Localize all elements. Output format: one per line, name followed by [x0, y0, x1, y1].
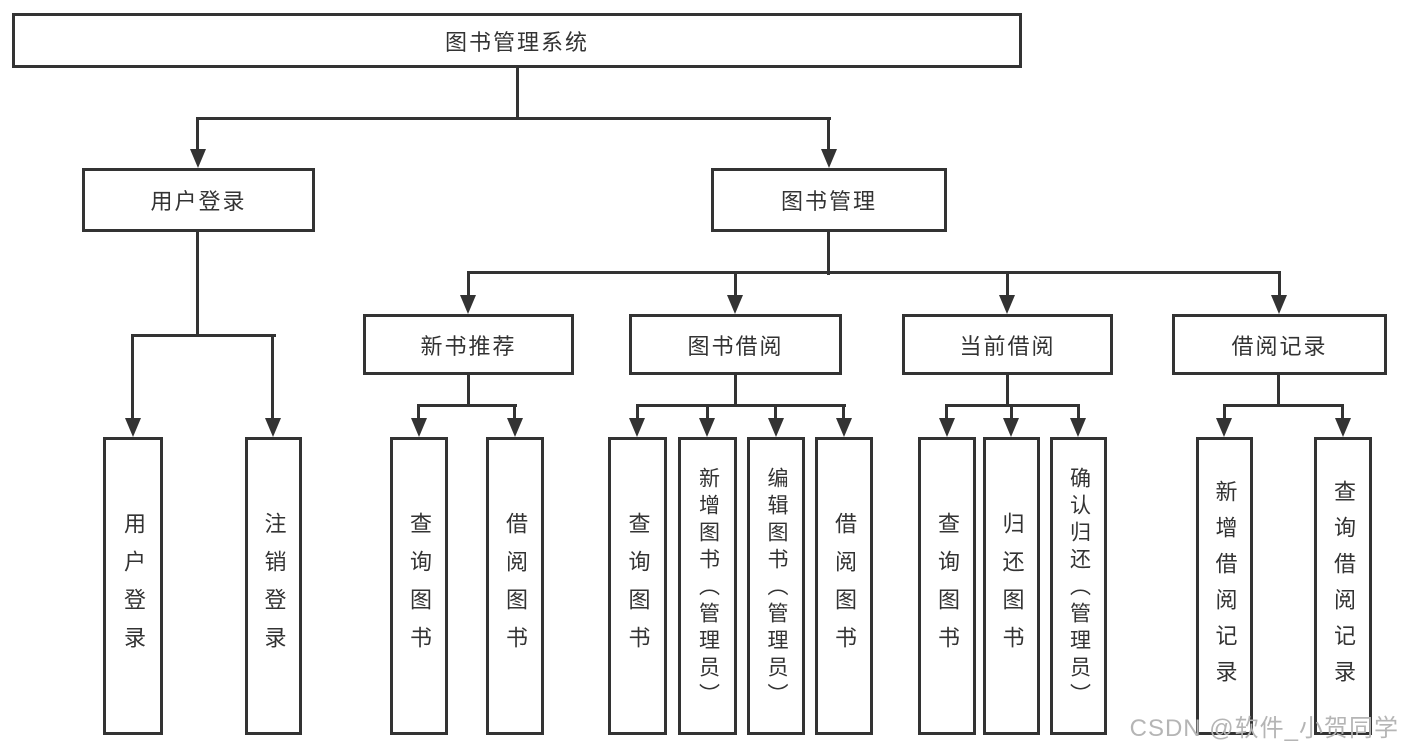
connector-line: [636, 404, 846, 407]
arrow-down-icon: [629, 418, 645, 437]
node-label: 借阅图书: [503, 512, 528, 664]
leaf-edit-books-admin: 编辑图书（管理员）: [747, 437, 805, 735]
connector-line: [706, 404, 709, 420]
connector-line: [827, 117, 830, 151]
node-label: 查询图书: [935, 512, 960, 664]
leaf-borrow-books: 借阅图书: [815, 437, 873, 735]
node-book-management: 图书管理: [711, 168, 947, 232]
node-label: 确认归还（管理员）: [1067, 466, 1091, 710]
leaf-logout: 注销登录: [245, 437, 302, 735]
connector-line: [1010, 404, 1013, 420]
arrow-down-icon: [460, 295, 476, 314]
node-label: 当前借阅: [959, 333, 1056, 359]
arrow-down-icon: [411, 418, 427, 437]
connector-line: [467, 271, 1281, 274]
leaf-borrow-books-recommend: 借阅图书: [486, 437, 544, 735]
connector-line: [842, 404, 845, 420]
connector-line: [196, 117, 199, 151]
leaf-add-books-admin: 新增图书（管理员）: [678, 437, 737, 735]
connector-line: [1223, 404, 1344, 407]
connector-line: [1006, 271, 1009, 297]
connector-line: [131, 334, 134, 420]
arrow-down-icon: [1003, 418, 1019, 437]
arrow-down-icon: [1271, 295, 1287, 314]
node-label: 借阅图书: [832, 512, 857, 664]
connector-line: [467, 375, 470, 407]
connector-line: [945, 404, 948, 420]
node-label: 查询借阅记录: [1331, 480, 1356, 696]
arrow-down-icon: [727, 295, 743, 314]
arrow-down-icon: [939, 418, 955, 437]
arrow-down-icon: [125, 418, 141, 437]
arrow-down-icon: [836, 418, 852, 437]
node-borrow-records: 借阅记录: [1172, 314, 1387, 375]
node-label: 用户登录: [150, 189, 247, 214]
arrow-down-icon: [768, 418, 784, 437]
connector-line: [1341, 404, 1344, 420]
leaf-user-login: 用户登录: [103, 437, 163, 735]
arrow-down-icon: [265, 418, 281, 437]
leaf-query-books-borrowing: 查询图书: [608, 437, 667, 735]
connector-line: [131, 334, 276, 337]
node-label: 图书管理: [780, 189, 877, 214]
node-label: 编辑图书（管理员）: [765, 466, 788, 710]
connector-line: [636, 404, 639, 420]
connector-line: [516, 68, 519, 120]
leaf-query-books-current: 查询图书: [918, 437, 976, 735]
arrow-down-icon: [1216, 418, 1232, 437]
node-label: 图书管理系统: [444, 29, 589, 55]
node-library-system: 图书管理系统: [12, 13, 1022, 68]
connector-line: [734, 271, 737, 297]
arrow-down-icon: [1335, 418, 1351, 437]
connector-line: [827, 232, 830, 275]
node-label: 查询图书: [625, 512, 651, 664]
arrow-down-icon: [507, 418, 523, 437]
connector-line: [734, 375, 737, 407]
connector-line: [467, 271, 470, 297]
node-label: 新增借阅记录: [1212, 480, 1238, 696]
arrow-down-icon: [699, 418, 715, 437]
leaf-return-books: 归还图书: [983, 437, 1040, 735]
connector-line: [417, 404, 517, 407]
connector-line: [1277, 375, 1280, 407]
node-label: 用户登录: [121, 512, 146, 664]
node-label: 图书借阅: [687, 333, 784, 359]
node-label: 新书推荐: [420, 333, 517, 359]
arrow-down-icon: [190, 149, 206, 168]
connector-line: [1223, 404, 1226, 420]
arrow-down-icon: [821, 149, 837, 168]
arrow-down-icon: [999, 295, 1015, 314]
node-label: 注销登录: [261, 512, 287, 664]
node-label: 借阅记录: [1231, 333, 1328, 359]
connector-line: [1077, 404, 1080, 420]
connector-line: [271, 334, 274, 420]
node-book-borrowing: 图书借阅: [629, 314, 842, 375]
connector-line: [417, 404, 420, 420]
connector-line: [196, 117, 831, 120]
node-label: 归还图书: [999, 512, 1025, 664]
node-new-book-recommend: 新书推荐: [363, 314, 574, 375]
arrow-down-icon: [1070, 418, 1086, 437]
connector-line: [1278, 271, 1281, 297]
leaf-query-books-recommend: 查询图书: [390, 437, 448, 735]
connector-line: [513, 404, 516, 420]
leaf-confirm-return-admin: 确认归还（管理员）: [1050, 437, 1107, 735]
leaf-query-borrow-record: 查询借阅记录: [1314, 437, 1372, 735]
node-current-borrowing: 当前借阅: [902, 314, 1113, 375]
node-label: 查询图书: [407, 512, 432, 664]
leaf-add-borrow-record: 新增借阅记录: [1196, 437, 1253, 735]
connector-line: [196, 232, 199, 337]
node-user-login: 用户登录: [82, 168, 315, 232]
connector-line: [1006, 375, 1009, 407]
connector-line: [774, 404, 777, 420]
node-label: 新增图书（管理员）: [696, 466, 720, 710]
watermark: CSDN @软件_小贺同学: [1129, 715, 1399, 742]
